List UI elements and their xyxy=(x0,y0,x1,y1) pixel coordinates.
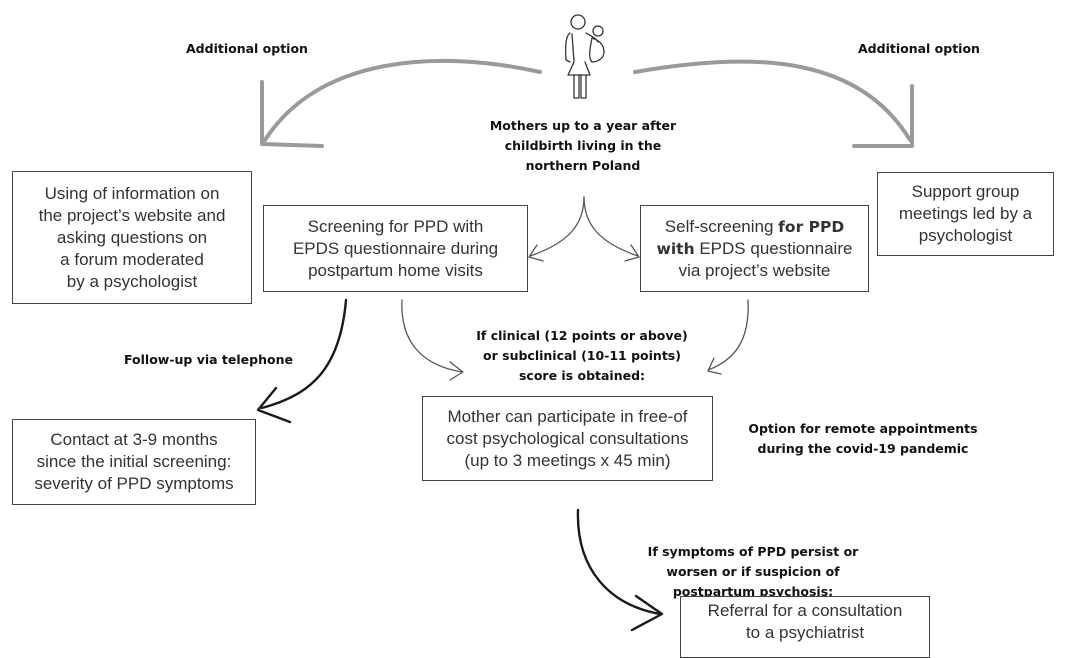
arrows-to-consultation xyxy=(401,299,749,381)
consultations-box: Mother can participate in free-of cost p… xyxy=(422,396,713,481)
mother-and-child-icon xyxy=(564,14,605,99)
referral-box: Referral for a consultation to a psychia… xyxy=(680,596,930,658)
self-screening-box: Self-screening for PPD with EPDS questio… xyxy=(640,205,869,292)
remote-option-label: Option for remote appointments during th… xyxy=(748,421,978,456)
fork-arrows xyxy=(528,196,640,262)
target-group-label: Mothers up to a year after childbirth li… xyxy=(489,118,677,173)
support-group-box: Support group meetings led by a psycholo… xyxy=(877,172,1054,256)
website-forum-box: Using of information on the project’s we… xyxy=(12,171,252,304)
home-screening-box: Screening for PPD with EPDS questionnair… xyxy=(263,205,528,292)
follow-up-arrow xyxy=(256,298,348,424)
additional-option-left: Additional option xyxy=(186,41,308,56)
score-condition-label: If clinical (12 points or above) or subc… xyxy=(476,328,688,383)
additional-option-right: Additional option xyxy=(858,41,980,56)
arrow-to-website-forum xyxy=(260,58,542,148)
follow-up-label: Follow-up via telephone xyxy=(124,352,293,367)
arrow-to-support-group xyxy=(633,59,914,148)
referral-arrow xyxy=(576,508,664,632)
contact-box: Contact at 3-9 months since the initial … xyxy=(12,419,256,505)
persist-condition-label: If symptoms of PPD persist or worsen or … xyxy=(647,544,859,599)
